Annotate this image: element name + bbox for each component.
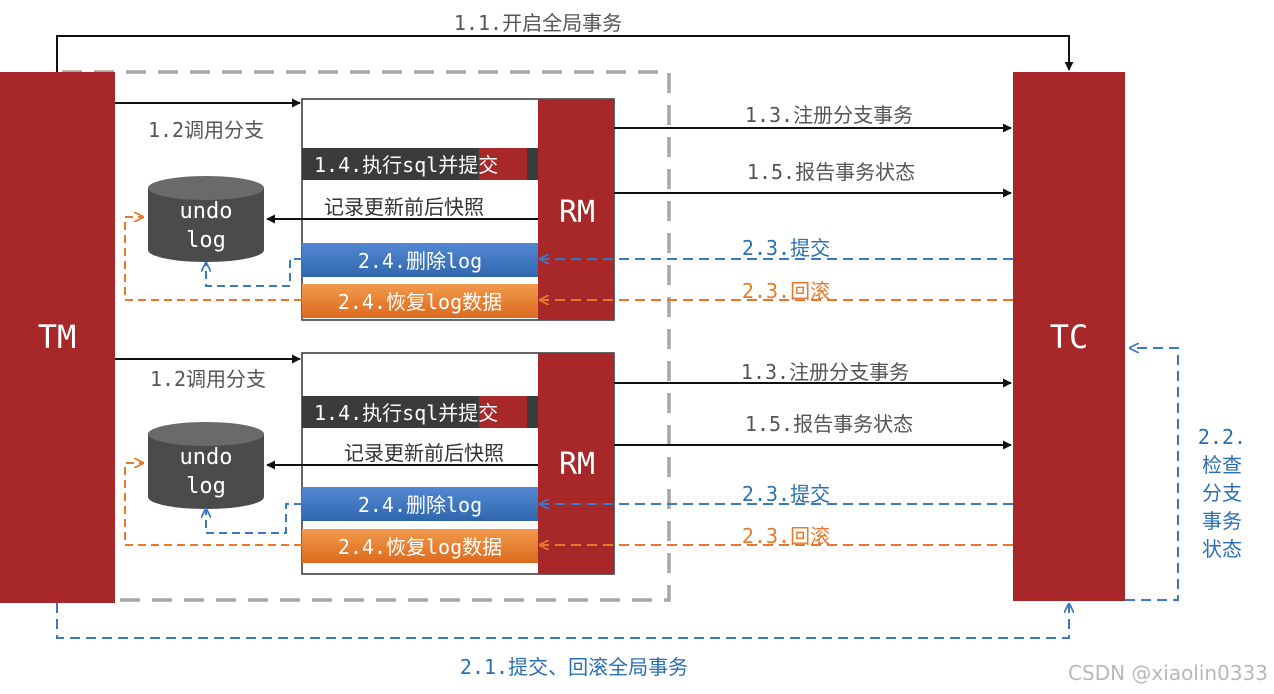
undo-log-2: undo log [148,422,264,509]
restore-log-text-1: 2.4.恢复log数据 [338,290,502,314]
label-register-branch-1: 1.3.注册分支事务 [745,103,913,127]
branch-2: RM 1.2调用分支 1.4.执行sql并提交 记录更新前后快照 undo lo… [115,352,1013,575]
label-tc-commit-2: 2.3.提交 [742,482,830,506]
undo-label-1b: log [186,228,226,253]
label-begin-global: 1.1.开启全局事务 [454,11,622,35]
watermark: CSDN @xiaolin0333 [1068,661,1268,685]
arrow-restore-to-undo-2 [124,463,302,546]
rm-node-1 [538,99,614,320]
label-report-status-2: 1.5.报告事务状态 [745,412,913,436]
arrow-delete-to-undo-1 [206,258,302,287]
delete-log-button-2 [302,487,538,521]
label-global-commit-rollback: 2.1.提交、回滚全局事务 [460,655,688,679]
label-check-line-3: 分支 [1202,481,1242,505]
exec-sql-commit-highlight-2 [479,396,527,428]
label-check-line-5: 状态 [1202,537,1242,561]
undo-label-2a: undo [180,445,233,470]
label-call-branch-1: 1.2调用分支 [148,118,264,142]
label-register-branch-2: 1.3.注册分支事务 [741,360,909,384]
rm-label-1: RM [559,195,595,230]
tc-label: TC [1050,318,1089,356]
undo-label-2b: log [186,474,226,499]
undo-log-1: undo log [148,176,264,262]
tm-node [0,72,115,603]
delete-log-button-1 [302,243,538,277]
delete-log-text-2: 2.4.删除log [358,493,482,517]
branch-1: RM 1.2调用分支 1.4.执行sql并提交 记录更新前后快照 undo lo… [115,98,1013,321]
exec-sql-commit-highlight-1 [479,148,527,180]
arrow-begin-global [56,35,1074,72]
rm-node-2 [538,353,614,574]
label-record-snapshot-2: 记录更新前后快照 [344,441,504,465]
restore-log-button-2 [302,529,538,563]
rm-label-2: RM [559,447,595,482]
label-tc-commit-1: 2.3.提交 [742,236,830,260]
label-tc-rollback-1: 2.3.回滚 [742,279,830,303]
label-check-line-2: 检查 [1202,453,1242,477]
label-call-branch-2: 1.2调用分支 [150,367,266,391]
label-check-line-4: 事务 [1202,509,1242,533]
undo-label-1a: undo [180,199,233,224]
label-check-line-1: 2.2. [1198,425,1246,449]
restore-log-text-2: 2.4.恢复log数据 [338,535,502,559]
label-report-status-1: 1.5.报告事务状态 [747,160,915,184]
exec-sql-text-2: 1.4.执行sql并提交 [314,401,498,425]
delete-log-text-1: 2.4.删除log [358,249,482,273]
tc-node [1013,72,1125,601]
branch-group-boundary [60,70,671,602]
tm-label: TM [38,318,77,356]
arrow-delete-to-undo-2 [206,503,302,534]
exec-sql-text-1: 1.4.执行sql并提交 [314,153,498,177]
restore-log-button-1 [302,284,538,318]
arrow-global-commit-rollback [56,603,1069,639]
label-record-snapshot-1: 记录更新前后快照 [324,195,484,219]
arrow-check-branch-status [1125,348,1179,601]
label-tc-rollback-2: 2.3.回滚 [742,524,830,548]
